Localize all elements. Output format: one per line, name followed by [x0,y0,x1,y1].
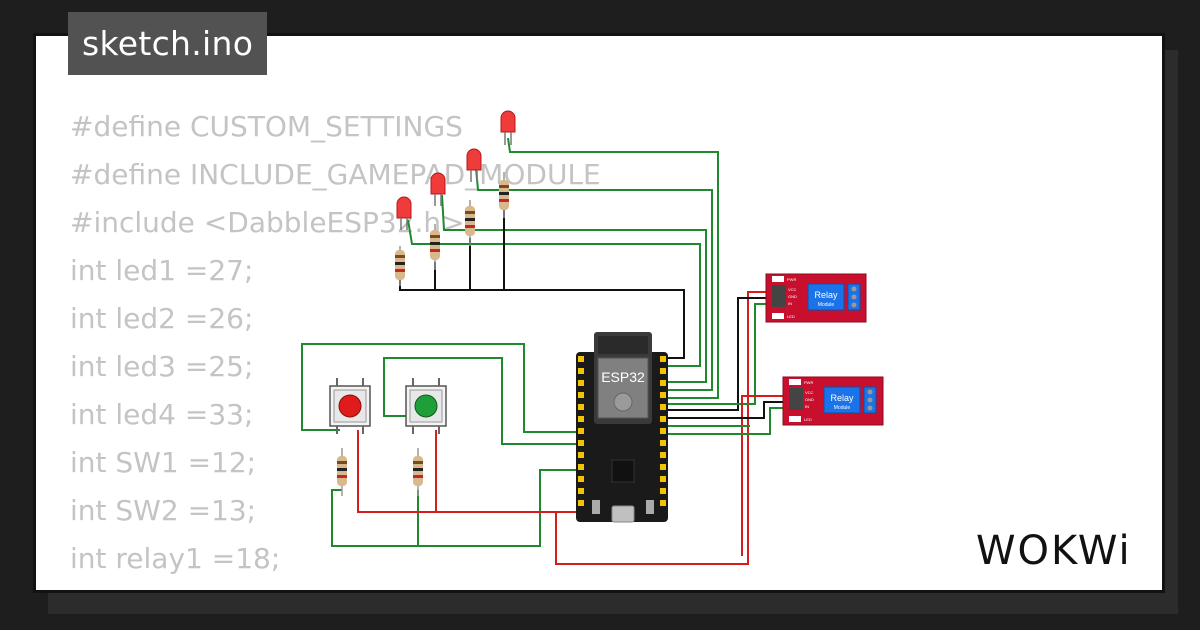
code-preview: #define CUSTOM_SETTINGS #define INCLUDE_… [70,103,601,590]
code-line: int led3 =25; [70,350,254,383]
push-button-green[interactable] [405,378,447,434]
esp32-pins-right [660,356,666,506]
wire-relay1-gnd [668,297,770,411]
usb-port [611,505,635,523]
relay-module-2[interactable]: Relay Module PWR LED VCC GND IN [782,376,884,426]
relay-2-label: Relay [830,393,854,403]
code-line: int SW1 =12; [70,446,257,479]
wire-led1 [507,137,719,399]
wokwi-logo: WOKWi [976,528,1132,574]
wire-led2 [475,167,713,391]
code-line: int led4 =33; [70,398,254,431]
wire-relay1-vcc [555,291,770,565]
resistor-3[interactable] [430,224,440,270]
code-line: int SW2 =13; [70,494,257,527]
code-line: int led1 =27; [70,254,254,287]
relay-2-in: IN [805,404,809,409]
relay-2-led: LED [804,417,812,422]
wire-sw1 [301,343,580,433]
wire-sw-gnd1 [331,469,580,547]
code-line: int led2 =26; [70,302,254,335]
led-3[interactable] [430,172,446,206]
wire-sw-vcc1 [357,430,580,513]
relay-1-sublabel: Module [818,302,835,308]
wire-relay2-in [668,407,785,435]
push-button-red[interactable] [329,378,371,434]
esp32-label: ESP32 [601,369,645,385]
resistor-4[interactable] [395,246,405,286]
relay-module-1[interactable]: Relay Module PWR LED VCC GND IN [765,273,867,323]
relay-1-gnd: GND [788,294,797,299]
wire-relay1-in [668,303,770,405]
esp32-board[interactable]: ESP32 [576,332,668,523]
relay-1-label: Relay [814,290,838,300]
led-4[interactable] [396,196,412,230]
relay-2-gnd: GND [805,397,814,402]
wire-sw2 [383,357,580,445]
project-card[interactable]: #define CUSTOM_SETTINGS #define INCLUDE_… [33,33,1165,593]
wire-group [301,137,785,565]
code-line: #define CUSTOM_SETTINGS [70,110,463,143]
wire-relay2-gnd [668,401,785,419]
led-2[interactable] [466,148,482,182]
wire-led3 [441,194,707,383]
wire-led4 [407,219,701,367]
relay-1-in: IN [788,301,792,306]
file-tab[interactable]: sketch.ino [68,12,268,75]
code-line: int relay1 =18; [70,542,281,575]
resistor-1[interactable] [499,172,509,218]
led-1[interactable] [500,110,516,145]
relay-2-vcc: VCC [805,390,814,395]
resistor-6[interactable] [413,448,423,496]
code-line: #include <DabbleESP32.h> [70,206,465,239]
relay-1-vcc: VCC [788,287,797,292]
esp32-pins-left [578,356,584,506]
relay-2-pwr: PWR [804,380,813,385]
relay-1-led: LED [787,314,795,319]
relay-2-sublabel: Module [834,405,851,411]
resistor-2[interactable] [465,200,475,246]
relay-1-pwr: PWR [787,277,796,282]
resistor-5[interactable] [337,448,347,496]
wire-relay2-vcc [741,395,785,556]
code-line: #define INCLUDE_GAMEPAD_MODULE [70,158,601,191]
